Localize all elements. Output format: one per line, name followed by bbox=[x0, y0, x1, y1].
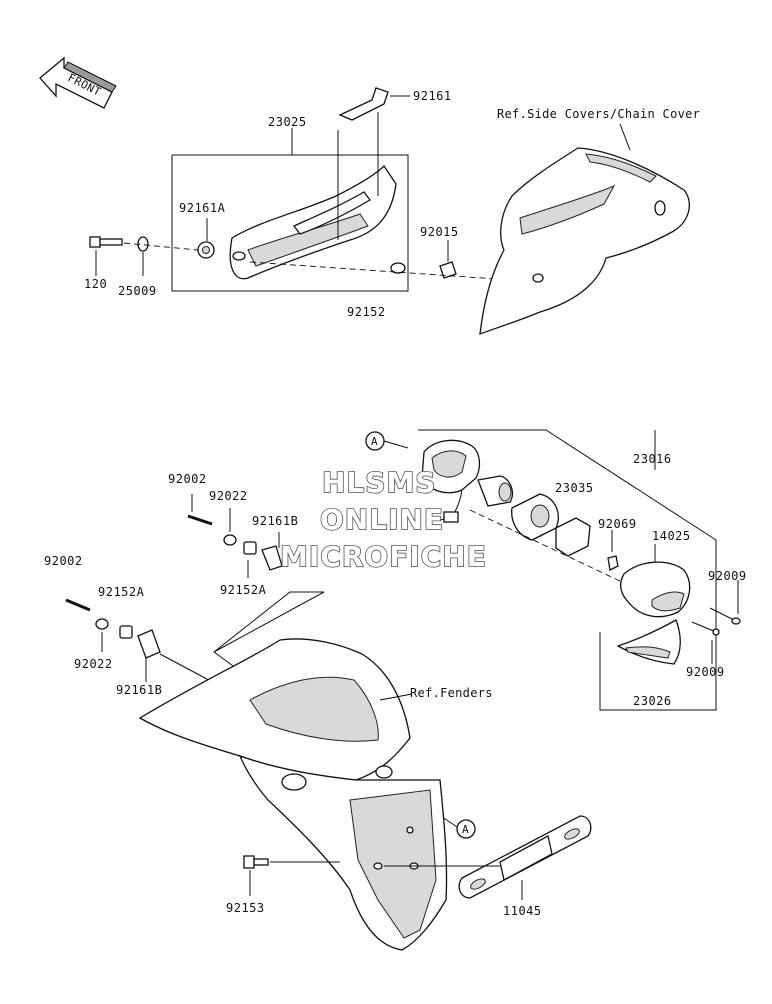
label-92009-b: 92009 bbox=[686, 665, 725, 679]
label-92161: 92161 bbox=[413, 89, 452, 103]
label-92161B-b: 92161B bbox=[116, 683, 162, 697]
label-92161B-a: 92161B bbox=[252, 514, 298, 528]
label-23035: 23035 bbox=[555, 481, 594, 495]
watermark-line-2: ONLINE bbox=[320, 503, 444, 536]
side-cover-ref bbox=[479, 123, 690, 336]
lens-cover-23026 bbox=[616, 619, 681, 665]
label-23025: 23025 bbox=[268, 115, 307, 129]
label-23026: 23026 bbox=[633, 694, 672, 708]
label-92152: 92152 bbox=[347, 305, 386, 319]
label-92009-a: 92009 bbox=[708, 569, 747, 583]
screw-92009-b bbox=[691, 621, 720, 636]
label-92152A-a: 92152A bbox=[220, 583, 267, 597]
label-25009: 25009 bbox=[118, 284, 157, 298]
screw-92069 bbox=[607, 555, 619, 571]
label-11045: 11045 bbox=[503, 904, 542, 918]
bolt-120 bbox=[89, 236, 123, 248]
watermark: HLSMS ONLINE MICROFICHE bbox=[279, 465, 487, 574]
rear-fender bbox=[138, 591, 448, 951]
ref-side-covers: Ref.Side Covers/Chain Cover bbox=[497, 107, 700, 121]
label-92022-a: 92022 bbox=[209, 489, 248, 503]
bush-92015 bbox=[439, 261, 457, 279]
license-bracket-11045 bbox=[384, 815, 592, 900]
watermark-line-3: MICROFICHE bbox=[280, 540, 487, 573]
callout-a-top: A bbox=[365, 431, 409, 451]
label-92002-b: 92002 bbox=[44, 554, 83, 568]
label-23016: 23016 bbox=[633, 452, 672, 466]
label-92153: 92153 bbox=[226, 901, 265, 915]
fastener-group-upper bbox=[187, 494, 283, 578]
fastener-group-lower bbox=[65, 598, 221, 687]
svg-text:A: A bbox=[462, 823, 469, 836]
washer-25009 bbox=[137, 236, 149, 252]
label-92022-b: 92022 bbox=[74, 657, 113, 671]
screw-92009-a bbox=[709, 607, 741, 625]
label-92152A-b: 92152A bbox=[98, 585, 145, 599]
label-14025: 14025 bbox=[652, 529, 691, 543]
ref-fenders: Ref.Fenders bbox=[410, 686, 493, 700]
tail-lamp-group bbox=[418, 429, 741, 711]
washer-92152 bbox=[390, 262, 406, 274]
label-92015: 92015 bbox=[420, 225, 459, 239]
label-92002-a: 92002 bbox=[168, 472, 207, 486]
svg-text:A: A bbox=[371, 435, 378, 448]
label-92161A: 92161A bbox=[179, 201, 226, 215]
bolt-92153 bbox=[243, 855, 340, 896]
mount-plate-92161 bbox=[338, 87, 389, 121]
watermark-line-1: HLSMS bbox=[322, 466, 436, 499]
label-92069: 92069 bbox=[598, 517, 637, 531]
front-arrow-icon: FRONT bbox=[39, 56, 117, 109]
label-120: 120 bbox=[84, 277, 107, 291]
socket-clip bbox=[555, 517, 591, 557]
grab-rail-group bbox=[89, 87, 541, 292]
